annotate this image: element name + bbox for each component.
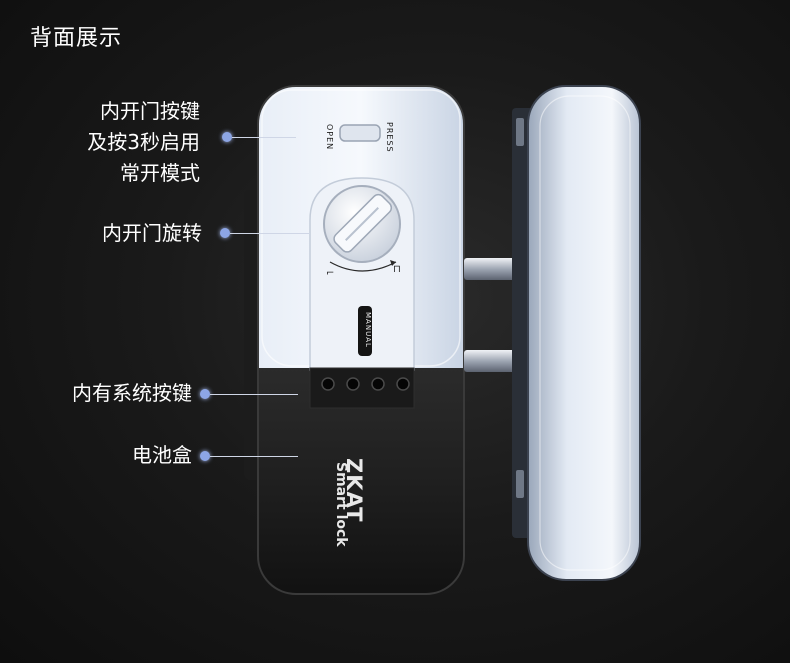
svg-text:⊓: ⊓	[393, 264, 401, 275]
callout-text: 常开模式	[120, 161, 200, 185]
callout-text: 内开门按键	[100, 99, 200, 123]
callout-text: 及按3秒启用	[87, 130, 200, 154]
callout-line	[232, 137, 296, 138]
svg-text:⌐: ⌐	[326, 268, 334, 279]
callout-battery-box: 电池盒	[132, 440, 192, 471]
manual-label: MANUAL	[364, 312, 372, 348]
page-title: 背面展示	[30, 26, 123, 51]
callout-text: 内有系统按键	[72, 381, 192, 405]
open-label: OPEN	[325, 124, 334, 151]
press-label: PRESS	[385, 122, 394, 153]
callout-text: 电池盒	[132, 443, 192, 467]
callout-line	[210, 456, 298, 457]
callout-line	[210, 394, 298, 395]
callout-dot	[222, 132, 232, 142]
callout-text: 内开门旋转	[102, 221, 202, 245]
callout-inner-open-button: 内开门按键 及按3秒启用 常开模式	[87, 96, 200, 189]
callout-system-buttons: 内有系统按键	[72, 378, 192, 409]
brand-subtitle: Smart lock	[333, 462, 349, 547]
callout-dot	[200, 451, 210, 461]
callout-dot	[200, 389, 210, 399]
callout-line	[230, 233, 310, 234]
callout-inner-rotation: 内开门旋转	[102, 218, 202, 249]
callout-dot	[220, 228, 230, 238]
